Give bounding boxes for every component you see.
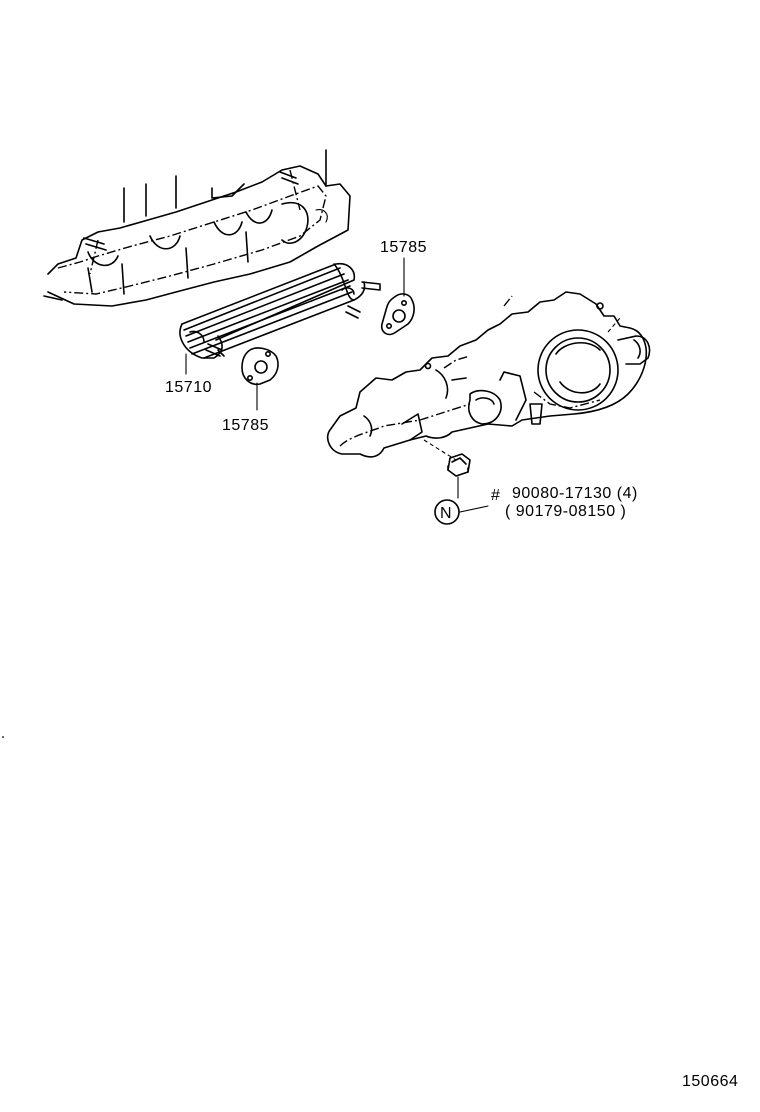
stray-dot	[2, 736, 4, 738]
nut-symbol-circle	[434, 499, 460, 525]
nut-hash-mark: #	[491, 487, 500, 504]
callout-15785-bottom: 15785	[222, 417, 269, 434]
engine-block-outline	[43, 149, 351, 307]
callout-15710: 15710	[165, 379, 212, 396]
oil-cooler-15710	[179, 262, 381, 359]
gasket-15785-lower	[241, 347, 279, 386]
gasket-15785-upper	[380, 293, 415, 336]
nut-alignment-line	[423, 439, 457, 461]
callout-15785-top: 15785	[380, 239, 427, 256]
leader-nut-part	[459, 505, 489, 513]
oil-cooler-housing	[326, 291, 651, 458]
callout-90080-17130: 90080-17130 (4)	[512, 485, 638, 502]
figure-id: 150664	[682, 1073, 738, 1090]
callout-90179-08150: ( 90179-08150 )	[505, 503, 626, 520]
flange-nut	[447, 453, 471, 477]
nut-symbol-letter: N	[440, 505, 452, 522]
